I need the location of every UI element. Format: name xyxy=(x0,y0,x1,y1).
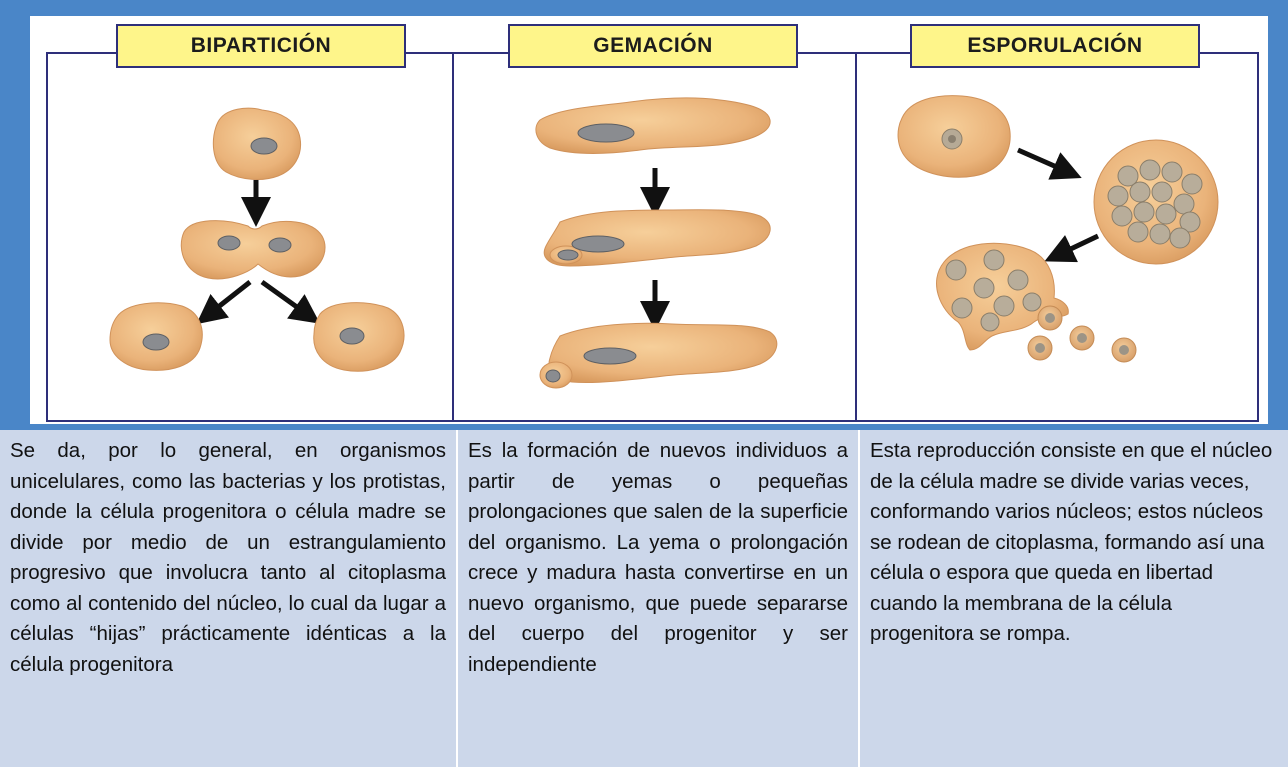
nuclei-cluster xyxy=(1107,159,1203,249)
nucleus xyxy=(583,347,637,365)
esporulacion-illustration xyxy=(897,95,1219,363)
nucleus xyxy=(545,369,561,383)
title-biparticion: BIPARTICIÓN xyxy=(116,24,406,68)
parent-organism xyxy=(535,97,771,154)
arrow-right-icon xyxy=(1016,147,1082,180)
nucleus xyxy=(142,333,170,351)
arrow-left-icon xyxy=(196,280,252,325)
title-gemacion: GEMACIÓN xyxy=(508,24,798,68)
nucleus xyxy=(571,235,625,253)
spores-inside xyxy=(945,249,1042,332)
description-row: Se da, por lo general, en organismos uni… xyxy=(0,430,1288,767)
nucleus xyxy=(250,137,278,155)
description-biparticion: Se da, por lo general, en organismos uni… xyxy=(0,430,458,767)
biparticion-illustration xyxy=(109,107,405,372)
nucleus xyxy=(577,123,635,143)
illustration-canvas xyxy=(109,95,1219,389)
organism-with-new-bud xyxy=(548,322,778,384)
arrow-left-icon xyxy=(1044,233,1100,263)
nucleolus xyxy=(948,135,956,143)
gemacion-illustration xyxy=(535,97,778,389)
title-esporulacion: ESPORULACIÓN xyxy=(910,24,1200,68)
arrow-right-icon xyxy=(260,279,321,324)
description-esporulacion: Esta reproducción consiste en que el núc… xyxy=(870,439,1273,645)
nucleus xyxy=(557,249,579,261)
nucleus xyxy=(339,327,365,345)
released-spore-nuclei xyxy=(1035,313,1129,355)
description-gemacion: Es la formación de nuevos individuos a p… xyxy=(458,430,860,767)
nucleus xyxy=(217,235,241,251)
dividing-cell xyxy=(180,220,326,280)
nucleus xyxy=(268,237,292,253)
